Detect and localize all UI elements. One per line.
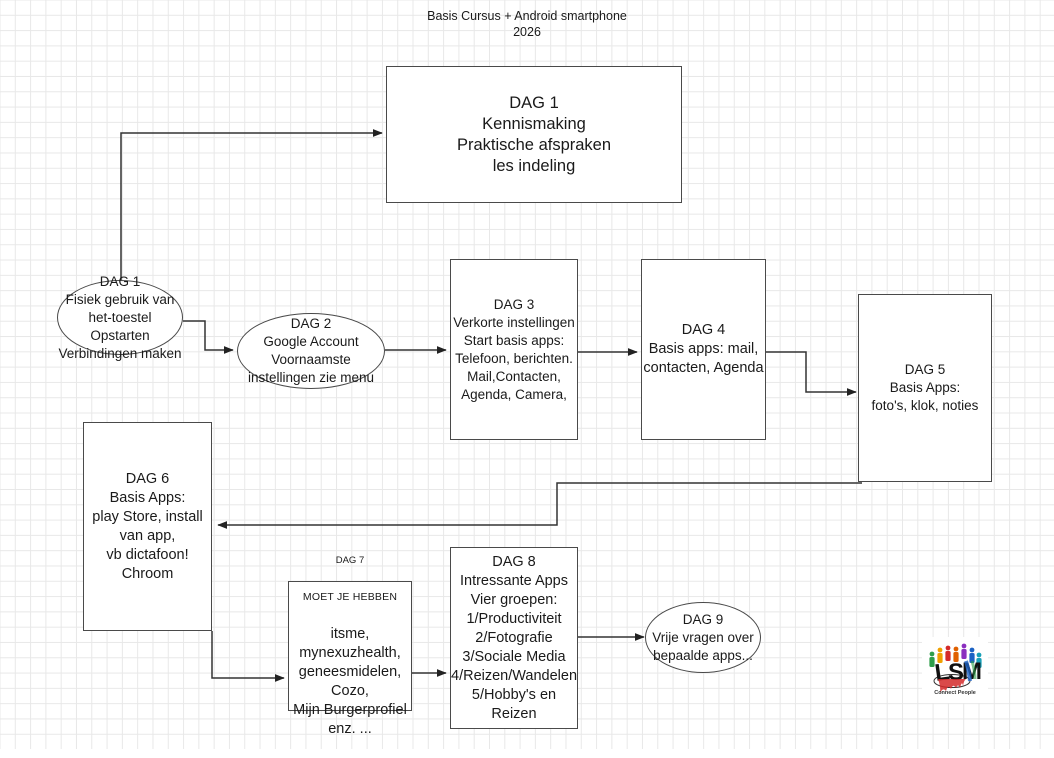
node-dag6-box-label: DAG 6 Basis Apps: play Store, install va…: [92, 470, 203, 582]
node-dag3-box[interactable]: DAG 3 Verkorte instellingen Start basis …: [450, 259, 578, 440]
node-dag1-box-label: DAG 1 Kennismaking Praktische afspraken …: [456, 93, 612, 175]
edge-dag4-dag5: [766, 351, 857, 396]
node-dag2-ellipse[interactable]: DAG 2 Google Account Voornaamste instell…: [237, 313, 385, 389]
node-dag7-subheading: MOET JE HEBBEN: [302, 591, 398, 603]
node-dag4-box-label: DAG 4 Basis apps: mail, contacten, Agend…: [643, 322, 764, 376]
node-dag4-box[interactable]: DAG 4 Basis apps: mail, contacten, Agend…: [641, 259, 766, 440]
node-dag5-box-label: DAG 5 Basis Apps: foto's, klok, noties: [871, 362, 979, 413]
node-dag9-ellipse[interactable]: DAG 9 Vrije vragen over bepaalde apps...: [645, 602, 761, 673]
node-dag6-box[interactable]: DAG 6 Basis Apps: play Store, install va…: [83, 422, 212, 631]
node-dag1-ellipse-label: DAG 1 Fisiek gebruik van het-toestel Ops…: [58, 273, 182, 361]
node-dag7-heading: DAG 7: [335, 555, 365, 566]
edge-dag1e-dag2: [183, 320, 234, 354]
node-dag1-box[interactable]: DAG 1 Kennismaking Praktische afspraken …: [386, 66, 682, 203]
node-dag8-box[interactable]: DAG 8 Intressante Apps Vier groepen: 1/P…: [450, 547, 578, 729]
edge-dag1e-dag1box: [120, 129, 383, 285]
node-dag7-box[interactable]: DAG 7 MOET JE HEBBEN itsme, mynexuzhealt…: [288, 555, 412, 737]
node-dag9-ellipse-label: DAG 9 Vrije vragen over bepaalde apps...: [652, 611, 754, 663]
node-dag5-box[interactable]: DAG 5 Basis Apps: foto's, klok, noties: [858, 294, 992, 482]
node-dag8-box-label: DAG 8 Intressante Apps Vier groepen: 1/P…: [451, 553, 578, 722]
node-dag3-box-label: DAG 3 Verkorte instellingen Start basis …: [453, 296, 575, 402]
lsm-logo: L S M: [922, 637, 988, 703]
edge-dag5-dag6: [217, 482, 862, 529]
node-dag7-box-label: itsme, mynexuzhealth, geneesmidelen, Coz…: [293, 626, 407, 737]
node-dag2-ellipse-label: DAG 2 Google Account Voornaamste instell…: [247, 316, 375, 385]
node-dag1-ellipse[interactable]: DAG 1 Fisiek gebruik van het-toestel Ops…: [57, 274, 183, 361]
edge-dag6-dag7: [211, 631, 285, 682]
logo-caption: Connect People: [934, 690, 976, 696]
diagram-title: Basis Cursus + Android smartphone 2026: [427, 9, 627, 39]
